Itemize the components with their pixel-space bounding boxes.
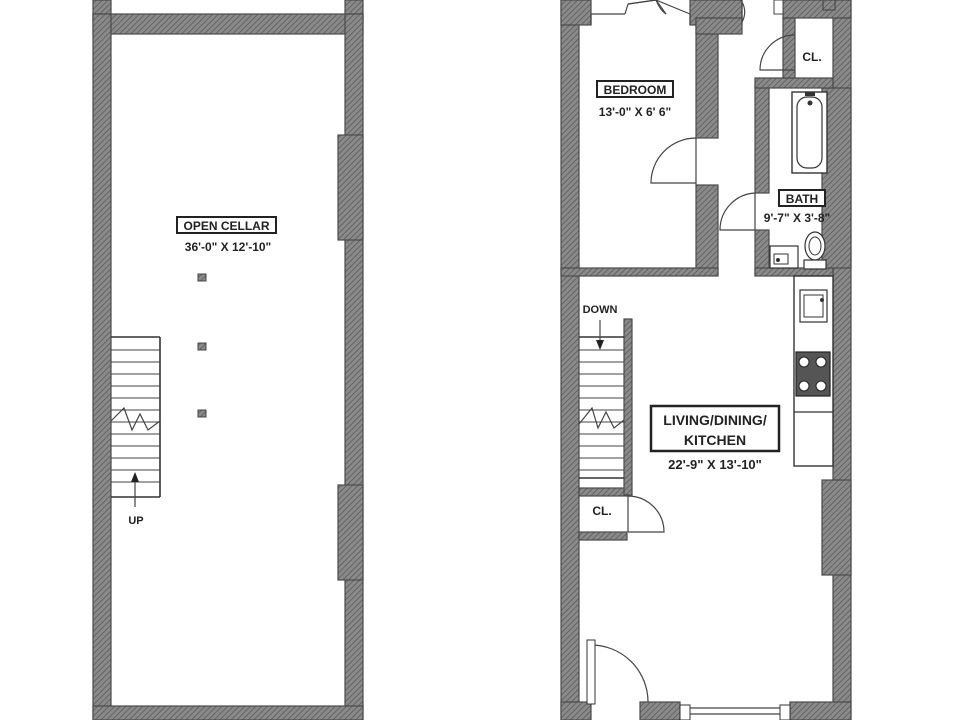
cellar-column-3 — [197, 409, 207, 418]
bathtub-icon — [791, 91, 828, 174]
bath-wall-left — [754, 84, 770, 194]
bath-door — [719, 192, 756, 231]
cellar-wall-bottom — [92, 705, 364, 720]
toilet-icon — [803, 231, 827, 270]
living-label-line1: LIVING/DINING/ — [663, 412, 767, 428]
open-cellar-dimensions: 36'-0" X 12'-10" — [185, 240, 271, 254]
bottom-windows — [679, 704, 791, 720]
living-label-box — [649, 404, 781, 453]
kitchen-counter — [793, 275, 834, 467]
cellar-wall-pilaster-2 — [337, 484, 364, 581]
closet-top-door — [759, 34, 796, 71]
main-wall-top-right — [782, 0, 852, 19]
bedroom-label-box — [596, 80, 674, 98]
cellar-wall-right — [344, 13, 364, 720]
entry-frame-left — [586, 639, 596, 705]
open-cellar-label-box — [176, 216, 277, 234]
closet-lower-wall-bottom — [578, 531, 628, 541]
bedroom-label: BEDROOM — [604, 83, 667, 97]
main-wall-top-left — [560, 0, 592, 26]
main-floor-plan: BEDROOM 13'-0" X 6' 6" CL. BATH 9'-7" X … — [560, 0, 852, 720]
closet-lower-wall-right — [623, 318, 633, 496]
living-dimensions: 22'-9" X 13'-10" — [668, 457, 762, 472]
bedroom-wall-bottom — [560, 267, 719, 277]
main-stairs — [578, 320, 625, 479]
bedroom-wall-right-lower — [695, 184, 719, 276]
bath-label: BATH — [786, 192, 818, 206]
bath-wall-top — [754, 77, 834, 89]
closet-lower-wall-top — [578, 487, 630, 497]
cellar-plan: OPEN CELLAR 36'-0" X 12'-10" UP — [92, 0, 364, 720]
top-hall-frame — [773, 0, 784, 15]
top-bay-doors — [590, 0, 691, 25]
cellar-column-1 — [197, 273, 207, 282]
cellar-column-2 — [197, 342, 207, 351]
bath-dimensions: 9'-7" X 3'-8" — [764, 211, 830, 225]
main-wall-bottom-left — [560, 701, 592, 720]
closet-bottom-door — [627, 495, 665, 533]
main-wall-bottom-mid — [639, 701, 681, 720]
cellar-stairs — [110, 336, 161, 507]
kitchen-sink-icon — [803, 294, 824, 318]
closet-top-label: CL. — [802, 50, 821, 64]
main-stairs-down-label: DOWN — [583, 304, 618, 316]
bath-label-box — [778, 189, 826, 207]
open-cellar-label: OPEN CELLAR — [183, 219, 269, 233]
top-right-door-swing — [741, 0, 746, 23]
bedroom-dimensions: 13'-0" X 6' 6" — [599, 105, 671, 119]
cellar-wall-top — [92, 13, 364, 35]
main-wall-top-right-stub — [822, 0, 836, 11]
main-wall-right-pilaster-2 — [821, 479, 852, 576]
entry-door — [590, 644, 649, 703]
bedroom-wall-right — [695, 17, 719, 139]
bedroom-door — [650, 137, 697, 185]
closet-wall-left — [782, 17, 796, 79]
living-label-line2: KITCHEN — [684, 432, 746, 448]
cellar-wall-pilaster-1 — [337, 134, 364, 241]
closet-bottom-label: CL. — [592, 504, 611, 518]
bath-sink-icon — [769, 245, 799, 269]
cellar-stairs-up-label: UP — [128, 515, 143, 527]
cellar-wall-left — [92, 13, 112, 720]
main-wall-bottom-right — [789, 701, 852, 720]
main-wall-left — [560, 0, 580, 720]
bedroom-wall-corner — [695, 17, 743, 35]
